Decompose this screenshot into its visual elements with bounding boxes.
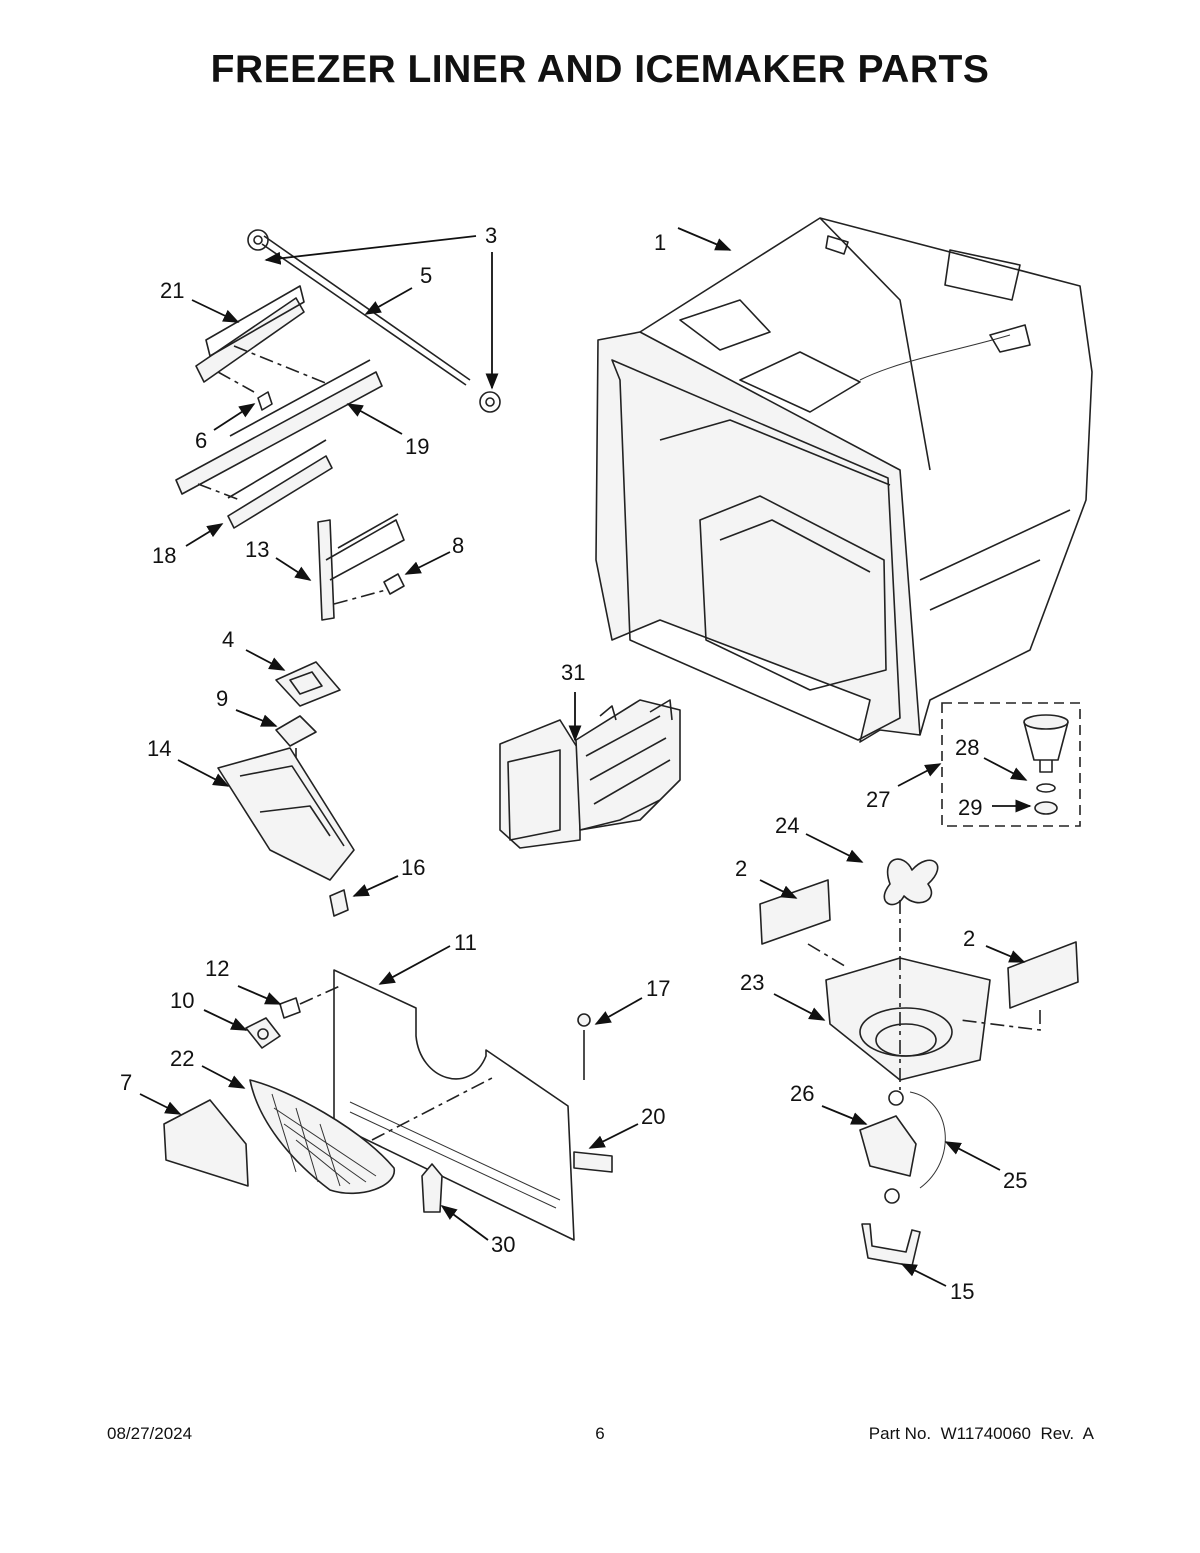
callout-12: 12 bbox=[205, 956, 229, 981]
rear-panel-and-grille-parts bbox=[163, 969, 613, 1241]
dispenser-housing-parts bbox=[217, 661, 355, 917]
icemaker-part bbox=[499, 699, 681, 849]
callout-19: 19 bbox=[405, 434, 429, 459]
callout-7: 7 bbox=[120, 1070, 132, 1095]
arrow-24 bbox=[805, 833, 864, 863]
callout-1: 1 bbox=[654, 230, 666, 255]
water-valve-kit-part bbox=[941, 702, 1081, 827]
callout-18: 18 bbox=[152, 543, 176, 568]
arrow-5 bbox=[364, 287, 413, 315]
callout-28: 28 bbox=[955, 735, 979, 760]
shelf-rail-assembly bbox=[175, 229, 501, 621]
arrow-30 bbox=[440, 1205, 489, 1241]
footer-page-number: 6 bbox=[595, 1424, 605, 1443]
arrow-12 bbox=[237, 985, 282, 1005]
footer-part-number: Part No. W11740060 Rev. A bbox=[868, 1424, 1094, 1443]
callout-25: 25 bbox=[1003, 1168, 1027, 1193]
arrow-2a bbox=[759, 879, 798, 899]
callout-29: 29 bbox=[958, 795, 982, 820]
arrow-9 bbox=[235, 709, 278, 727]
arrow-8 bbox=[404, 551, 451, 575]
callout-20: 20 bbox=[641, 1104, 665, 1129]
callout-2: 2 bbox=[735, 856, 747, 881]
evaporator-fan-assembly bbox=[759, 858, 1079, 1267]
callout-11: 11 bbox=[454, 930, 477, 955]
arrow-10 bbox=[203, 1009, 248, 1031]
callout-30: 30 bbox=[491, 1232, 515, 1257]
arrow-28 bbox=[983, 757, 1028, 781]
callout-10: 10 bbox=[170, 988, 194, 1013]
page-title: FREEZER LINER AND ICEMAKER PARTS bbox=[210, 48, 990, 91]
arrow-19 bbox=[346, 403, 403, 435]
arrow-13 bbox=[275, 557, 312, 581]
leader-arrows bbox=[139, 227, 1032, 1287]
arrow-1 bbox=[677, 227, 732, 251]
callout-24: 24 bbox=[775, 813, 799, 838]
arrow-20 bbox=[588, 1123, 639, 1149]
arrow-11 bbox=[378, 945, 451, 985]
callout-26: 26 bbox=[790, 1081, 814, 1106]
callout-22: 22 bbox=[170, 1046, 194, 1071]
arrow-27 bbox=[897, 763, 942, 787]
arrow-21 bbox=[191, 299, 240, 323]
callout-3: 3 bbox=[485, 223, 497, 248]
callout-17: 17 bbox=[646, 976, 670, 1001]
arrow-7 bbox=[139, 1093, 182, 1115]
arrow-14 bbox=[177, 759, 230, 787]
freezer-liner-part bbox=[595, 217, 1093, 743]
callout-8: 8 bbox=[452, 533, 464, 558]
arrow-3a bbox=[264, 235, 477, 265]
callout-2b: 2 bbox=[963, 926, 975, 951]
callout-13: 13 bbox=[245, 537, 269, 562]
callout-21: 21 bbox=[160, 278, 184, 303]
callout-5: 5 bbox=[420, 263, 432, 288]
arrow-15 bbox=[900, 1263, 947, 1287]
arrow-25 bbox=[944, 1141, 1001, 1171]
arrow-23 bbox=[773, 993, 826, 1021]
arrow-22 bbox=[201, 1065, 246, 1089]
arrow-26 bbox=[821, 1105, 868, 1125]
arrow-4 bbox=[245, 649, 286, 671]
callout-labels: 1 2 2 3 4 5 6 7 8 9 10 11 12 13 14 15 16… bbox=[120, 223, 1027, 1304]
arrow-2b bbox=[985, 945, 1026, 963]
footer-date: 08/27/2024 bbox=[107, 1424, 193, 1443]
callout-4: 4 bbox=[222, 627, 234, 652]
arrow-18 bbox=[185, 523, 224, 547]
callout-31: 31 bbox=[561, 660, 585, 685]
callout-15: 15 bbox=[950, 1279, 974, 1304]
arrow-16 bbox=[352, 875, 399, 897]
callout-14: 14 bbox=[147, 736, 171, 761]
callout-16: 16 bbox=[401, 855, 425, 880]
callout-27: 27 bbox=[866, 787, 890, 812]
callout-23: 23 bbox=[740, 970, 764, 995]
arrow-17 bbox=[594, 997, 643, 1025]
arrow-6 bbox=[213, 403, 256, 431]
callout-6: 6 bbox=[195, 428, 207, 453]
callout-9: 9 bbox=[216, 686, 228, 711]
